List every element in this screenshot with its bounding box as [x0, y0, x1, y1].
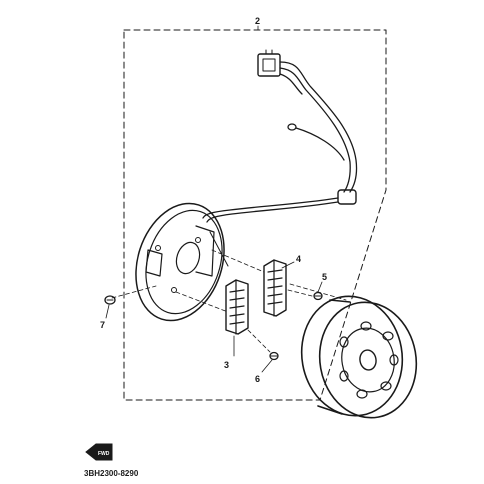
- screw-5: [313, 291, 323, 301]
- callout-5: 5: [322, 272, 327, 282]
- part-code: 3BH2300-8290: [84, 469, 139, 478]
- front-direction-badge: FWD: [85, 443, 113, 461]
- callout-leaders: [105, 25, 323, 373]
- pickup-coil: [225, 279, 249, 335]
- screw-6: [269, 351, 279, 361]
- flywheel-rotor: [300, 295, 418, 419]
- wire-connector: [257, 49, 281, 77]
- wire-grommet: [337, 189, 357, 205]
- screw-7: [104, 295, 116, 305]
- stator-plate: [135, 202, 229, 322]
- callout-3: 3: [224, 360, 229, 370]
- charging-coil: [263, 259, 287, 317]
- callout-7: 7: [100, 320, 105, 330]
- wire-harness: [202, 61, 358, 223]
- assembly-boundary: [123, 29, 387, 401]
- callout-6: 6: [255, 374, 260, 384]
- callout-4: 4: [296, 254, 301, 264]
- ring-terminal: [287, 123, 297, 131]
- callout-2: 2: [255, 16, 260, 26]
- svg-text:FWD: FWD: [98, 451, 110, 457]
